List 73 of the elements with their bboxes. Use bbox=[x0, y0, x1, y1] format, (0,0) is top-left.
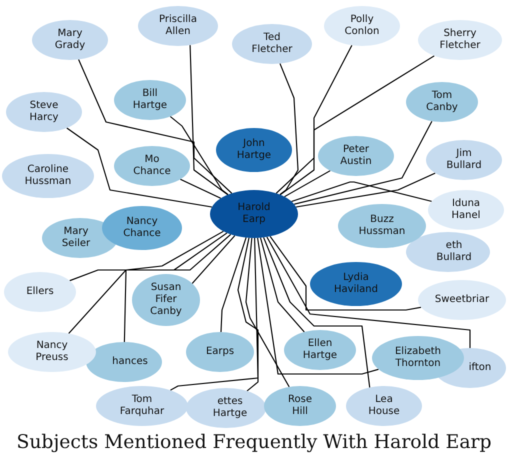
connector-line bbox=[237, 238, 259, 392]
diagram-title: Subjects Mentioned Frequently With Harold Earp bbox=[16, 431, 492, 454]
connector-line bbox=[260, 238, 305, 332]
connector-line bbox=[220, 237, 247, 332]
subject-name: Harold Earp bbox=[238, 202, 270, 226]
subject-name: Bill Hartge bbox=[132, 88, 168, 112]
subject-name: Earps bbox=[206, 346, 234, 358]
subject-name: Lea House bbox=[368, 394, 400, 418]
subject-bubble bbox=[428, 190, 504, 230]
subject-name: Mary Seiler bbox=[62, 226, 90, 250]
connector-line bbox=[280, 63, 299, 196]
connector-line bbox=[78, 59, 232, 194]
subject-name: Mo Chance bbox=[133, 154, 171, 178]
subject-name: Sherry Fletcher bbox=[440, 28, 480, 52]
subject-bubble bbox=[372, 336, 464, 380]
subject-name: Caroline Hussman bbox=[24, 164, 72, 188]
subject-bubble bbox=[264, 386, 336, 426]
connector-line bbox=[170, 116, 228, 196]
subject-bubble bbox=[318, 136, 394, 176]
connector-line bbox=[294, 120, 432, 205]
subject-bubble bbox=[132, 274, 200, 326]
subject-name: Elizabeth Thornton bbox=[395, 346, 441, 370]
subject-name: Nancy Preuss bbox=[36, 340, 68, 364]
subject-name: Steve Harcy bbox=[30, 100, 58, 124]
subject-name: Tom Canby bbox=[426, 90, 458, 114]
subject-bubble bbox=[426, 140, 502, 180]
subject-name: Ellen Hartge bbox=[302, 338, 338, 362]
connector-line bbox=[68, 230, 224, 334]
subject-name: Lydia Haviland bbox=[334, 272, 378, 296]
subject-name: Nancy Chance bbox=[123, 216, 161, 240]
subject-name: Ted Fletcher bbox=[252, 32, 292, 56]
subject-name: ifton bbox=[468, 362, 492, 374]
subject-name: Polly Conlon bbox=[344, 14, 380, 38]
connector-line bbox=[245, 238, 290, 388]
connector-line bbox=[257, 238, 379, 375]
connector-line bbox=[124, 234, 232, 342]
connector-line bbox=[263, 237, 370, 388]
subject-name: eth Bullard bbox=[436, 240, 472, 264]
subject-name: Tom Farquhar bbox=[120, 394, 164, 418]
connector-line bbox=[192, 235, 236, 284]
connector-line bbox=[296, 172, 436, 208]
connector-line bbox=[66, 128, 212, 208]
subject-bubble bbox=[114, 146, 190, 186]
subject-name: Buzz Hussman bbox=[358, 214, 406, 238]
connector-line bbox=[291, 181, 432, 202]
connector-line bbox=[180, 178, 221, 199]
subject-bubble bbox=[210, 190, 298, 238]
subject-name: hances bbox=[112, 356, 148, 368]
subject-name: Jim Bullard bbox=[446, 148, 482, 172]
connector-line bbox=[280, 45, 352, 196]
subject-name: ettes Hartge bbox=[212, 396, 248, 420]
subject-bubble bbox=[4, 272, 76, 312]
subject-name: Mary Grady bbox=[54, 28, 86, 52]
subject-name: Priscilla Allen bbox=[159, 14, 197, 38]
subject-bubble bbox=[338, 204, 426, 248]
subject-name: Sweetbriar bbox=[434, 294, 490, 306]
connector-line bbox=[70, 232, 228, 282]
connector-line bbox=[266, 236, 471, 348]
subject-name: Rose Hill bbox=[288, 394, 312, 418]
connector-line bbox=[284, 170, 330, 198]
connector-line bbox=[190, 45, 228, 196]
connector-line bbox=[170, 238, 259, 391]
subject-name: John Hartge bbox=[236, 138, 272, 162]
connector-line bbox=[270, 236, 422, 311]
subject-bubble bbox=[186, 388, 266, 428]
subject-name: Ellers bbox=[26, 286, 54, 298]
subject-bubble bbox=[186, 332, 254, 372]
subject-bubble bbox=[310, 262, 402, 306]
subject-name: Iduna Hanel bbox=[452, 198, 480, 222]
subject-name: Susan Fifer Canby bbox=[150, 282, 182, 318]
connector-line bbox=[276, 55, 435, 194]
subject-name: Peter Austin bbox=[340, 144, 372, 168]
subject-bubble bbox=[216, 128, 292, 172]
